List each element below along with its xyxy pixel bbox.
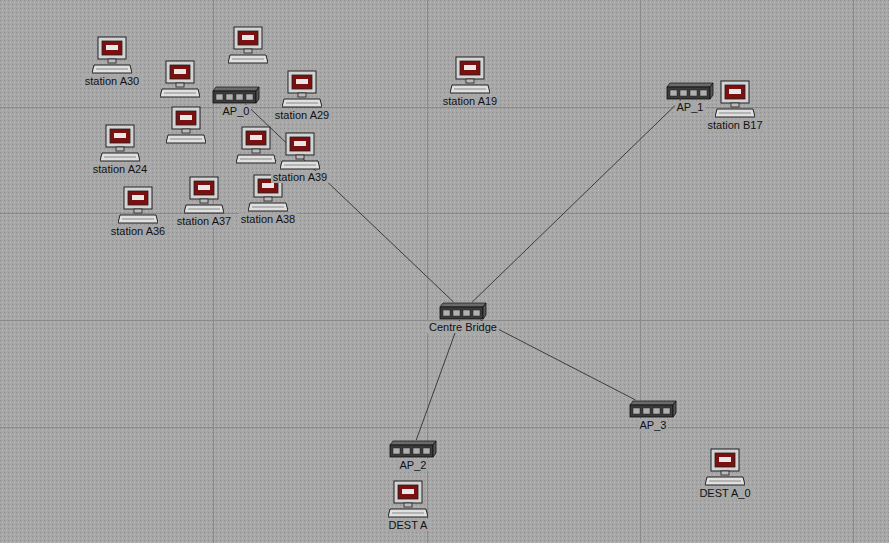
network-device: AP_3 <box>629 400 677 431</box>
workstation: station A37 <box>175 176 233 227</box>
switch-icon <box>212 86 260 104</box>
computer-icon <box>282 70 322 108</box>
workstation: station B17 <box>705 80 764 131</box>
workstation: station A29 <box>273 70 331 121</box>
workstation: DEST A <box>387 480 430 531</box>
workstation: station A36 <box>109 186 167 237</box>
computer-icon <box>705 448 745 486</box>
network-device: AP_2 <box>389 440 437 471</box>
computer-icon <box>715 80 755 118</box>
network-device: AP_0 <box>212 86 260 117</box>
network-device: AP_1 <box>666 82 714 113</box>
network-link <box>245 104 453 302</box>
computer-icon <box>100 124 140 162</box>
workstation: DEST A_0 <box>697 448 752 499</box>
workstation: station A30 <box>83 36 141 87</box>
workstation: station A24 <box>91 124 149 175</box>
node-label: station A39 <box>271 171 329 183</box>
node-label: station A37 <box>175 215 233 227</box>
node-label: AP_1 <box>675 101 706 113</box>
network-link <box>416 320 459 440</box>
node-label: AP_3 <box>638 419 669 431</box>
computer-icon <box>92 36 132 74</box>
switch-icon <box>629 400 677 418</box>
switch-icon <box>439 302 487 320</box>
node-label: station A38 <box>239 213 297 225</box>
computer-icon <box>280 132 320 170</box>
node-label: DEST A <box>387 519 430 531</box>
workstation: station A39 <box>271 132 329 183</box>
node-label: station A30 <box>83 75 141 87</box>
node-label: station A36 <box>109 225 167 237</box>
node-label: station A19 <box>441 95 499 107</box>
network-link <box>472 100 680 302</box>
network-device: Centre Bridge <box>427 302 499 333</box>
computer-icon <box>388 480 428 518</box>
node-label: AP_0 <box>221 105 252 117</box>
workstation: station A19 <box>441 56 499 107</box>
node-label: AP_2 <box>398 459 429 471</box>
node-label: station A24 <box>91 163 149 175</box>
network-link <box>480 320 635 400</box>
node-label: Centre Bridge <box>427 321 499 333</box>
node-label: DEST A_0 <box>697 487 752 499</box>
computer-icon <box>118 186 158 224</box>
node-label: station A29 <box>273 109 331 121</box>
computer-icon <box>450 56 490 94</box>
unlabelled-stations <box>160 27 276 163</box>
node-label: station B17 <box>705 119 764 131</box>
switch-icon <box>389 440 437 458</box>
computer-icon <box>184 176 224 214</box>
switch-icon <box>666 82 714 100</box>
